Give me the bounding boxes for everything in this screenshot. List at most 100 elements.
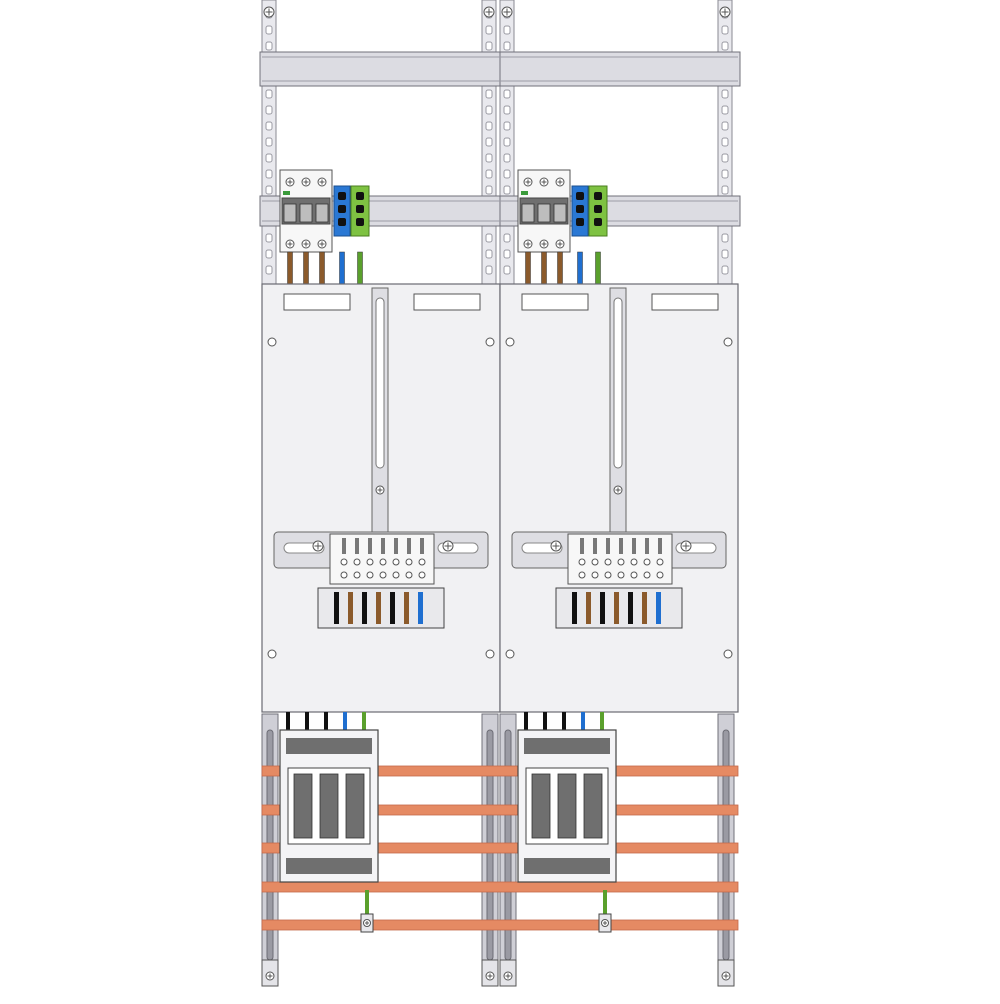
terminal-wire-brown [642,592,647,624]
terminal-wire-black [628,592,633,624]
rail-end-screw [721,971,731,981]
feed-wire-brown [303,251,309,287]
breaker-screw-bottom [301,239,311,249]
fuse-link [293,773,313,839]
breaker-pole-lever [553,203,567,223]
fuse-link [531,773,551,839]
breaker-screw-top [317,177,327,187]
terminal-wire-black [600,592,605,624]
feed-wire-brown [525,251,531,287]
brand-mark-icon [521,191,528,195]
pe-wire [365,890,369,916]
busbar-5 [261,919,739,931]
outgoing-wire-black [324,712,328,736]
outgoing-wire-black [524,712,528,736]
terminal-wire-brown [614,592,619,624]
feed-wire-brown [319,251,325,287]
feed-wire-brown [287,251,293,287]
mounting-hole [267,337,277,347]
breaker-screw-bottom [523,239,533,249]
pe-clamp [360,890,374,933]
breaker-screw-top [285,177,295,187]
rail-end-screw [503,971,513,981]
feed-wire-brown [557,251,563,287]
terminal-wire-black [334,592,339,624]
fuse-link [557,773,577,839]
breaker-screw-top [301,177,311,187]
terminal-wire-black [390,592,395,624]
terminal-wire-black [572,592,577,624]
fuse-unit-bottom-strip [286,858,372,874]
label-field-right [413,293,481,311]
breaker-pole-lever [521,203,535,223]
mounting-hole [505,649,515,659]
meter-panel-1 [261,283,501,713]
mounting-rail-upper-3 [499,0,515,285]
terminal-wire-blue [656,592,661,624]
din-rail-top [259,51,741,87]
mounting-hole [505,337,515,347]
busbar-1 [261,765,739,777]
label-field-left [283,293,351,311]
terminal-wire-blue [418,592,423,624]
outgoing-wire-green_yellow [362,712,366,736]
breaker-screw-bottom [285,239,295,249]
rail-end-screw [265,971,275,981]
breaker-pole-lever [299,203,313,223]
outgoing-wire-black [286,712,290,736]
pe-clamp-screw [363,919,371,927]
fuse-unit-top-strip [286,738,372,754]
mounting-hole [485,337,495,347]
meter-panel-2 [499,283,739,713]
rail-end-screw [485,971,495,981]
outgoing-wire-black [305,712,309,736]
bracket-screw-right [442,540,454,552]
breaker-screw-top [539,177,549,187]
fuse-unit-top-strip [524,738,610,754]
feed-wire-blue [339,251,345,287]
main-switch-2 [517,169,608,287]
mounting-rail-upper-4 [717,0,733,285]
feed-wire-brown [541,251,547,287]
main-switch-1 [279,169,370,287]
outgoing-wire-black [543,712,547,736]
pe-wire [603,890,607,916]
busbar-3 [261,842,739,854]
breaker-screw-top [555,177,565,187]
fuse-unit-bottom-strip [524,858,610,874]
fuse-link [583,773,603,839]
meter-support-slot [613,297,623,469]
fuse-disconnector-1 [279,729,379,883]
busbar-2 [261,804,739,816]
bracket-screw-left [550,540,562,552]
breaker-pole-lever [283,203,297,223]
outgoing-wire-green_yellow [600,712,604,736]
rail-screw-top-3 [501,6,513,18]
terminal-wire-brown [586,592,591,624]
outgoing-wire-black [562,712,566,736]
breaker-pole-lever [315,203,329,223]
mounting-hole [267,649,277,659]
fuse-link [345,773,365,839]
fuse-link [319,773,339,839]
busbar-4 [261,881,739,893]
feed-wire-green_yellow [595,251,601,287]
rail-screw-top-2 [483,6,495,18]
mounting-hole [723,649,733,659]
outgoing-wire-blue [343,712,347,736]
pe-clamp-screw [601,919,609,927]
breaker-screw-bottom [555,239,565,249]
breaker-pole-lever [537,203,551,223]
pe-clamp [598,890,612,933]
fuse-disconnector-2 [517,729,617,883]
terminal-wire-brown [404,592,409,624]
feed-wire-blue [577,251,583,287]
label-field-right [651,293,719,311]
outgoing-wire-blue [581,712,585,736]
terminal-wire-brown [376,592,381,624]
mounting-hole [723,337,733,347]
breaker-screw-bottom [317,239,327,249]
label-field-left [521,293,589,311]
